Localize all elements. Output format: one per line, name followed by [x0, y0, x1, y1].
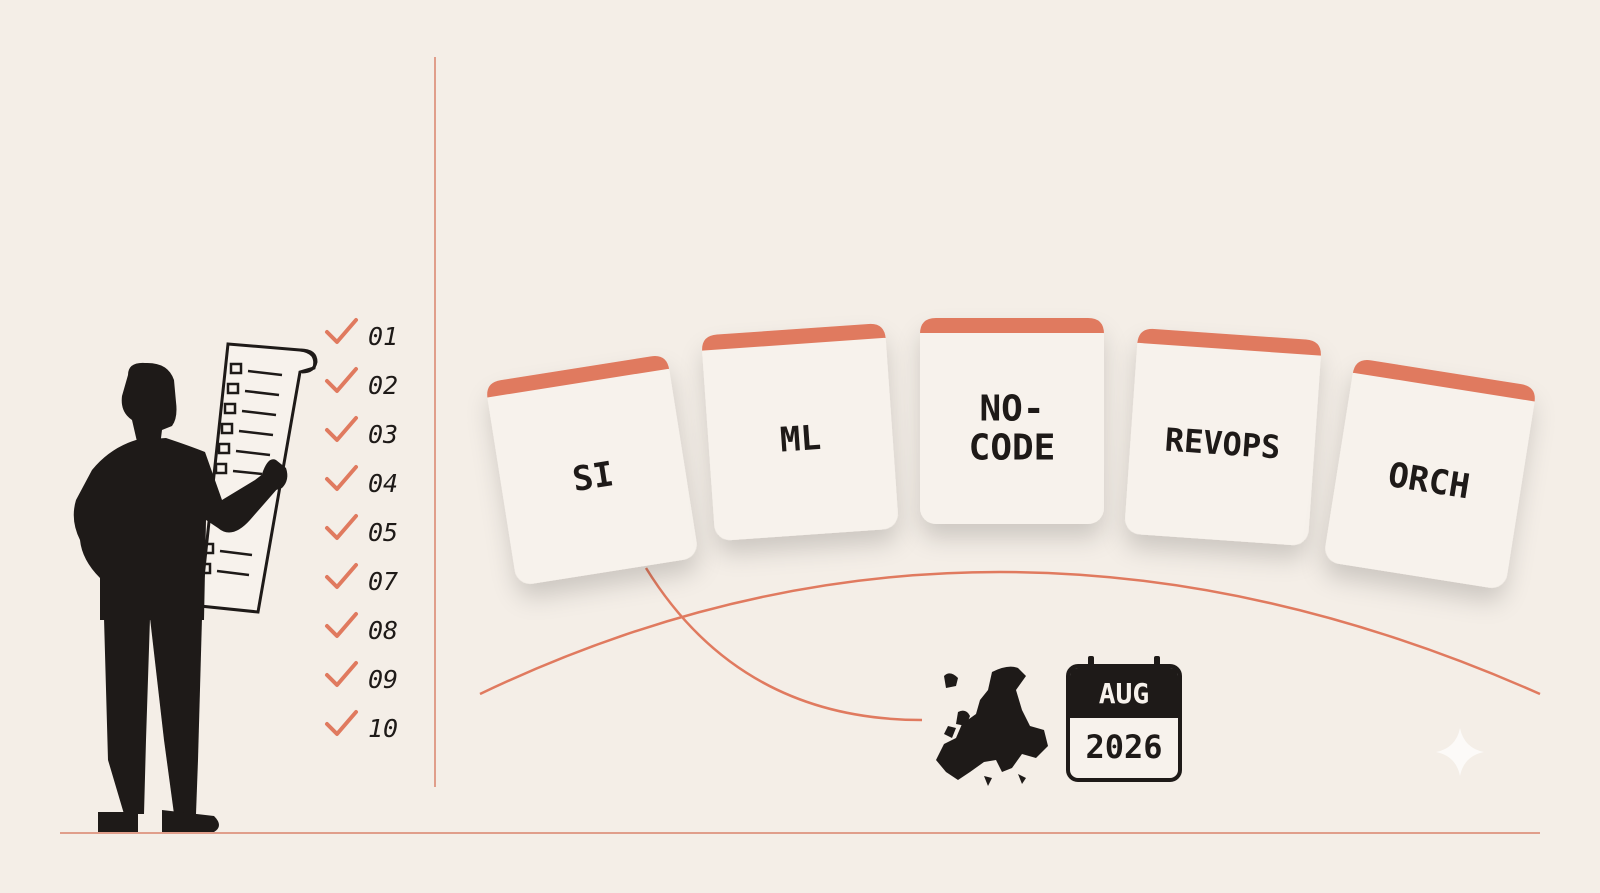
checklist-item: 10: [325, 710, 398, 743]
check-icon: [325, 465, 358, 491]
arc-line: [479, 570, 1541, 696]
category-card: ORCH: [1325, 360, 1535, 588]
card-body: [702, 323, 898, 541]
card-top-band: [487, 356, 670, 399]
calendar-icon: AUG 2026: [1066, 656, 1182, 782]
check-icon: [325, 367, 358, 393]
card-label: SI: [570, 454, 617, 500]
card-label: ML: [779, 418, 823, 461]
card-label: CODE: [969, 427, 1056, 468]
checklist-item: 02: [325, 367, 398, 400]
sparkle-icon: [1436, 728, 1484, 776]
checklist-number: 09: [368, 665, 398, 694]
check-icon: [325, 563, 358, 589]
checklist-item: 04: [325, 465, 398, 498]
check-icon: [325, 416, 358, 442]
checklist-number: 03: [368, 420, 398, 449]
checklist-number: 01: [368, 322, 398, 351]
check-icon: [325, 612, 358, 638]
europe-map-icon: [936, 666, 1048, 786]
card-top-band: [920, 318, 1104, 334]
check-icon: [325, 514, 358, 540]
category-card: NO-CODE: [920, 318, 1104, 524]
calendar-month: AUG: [1099, 677, 1150, 710]
checklist-number: 05: [368, 518, 398, 547]
card-label: REVOPS: [1164, 421, 1282, 467]
connector-line: [644, 567, 923, 722]
check-icon: [325, 318, 358, 344]
calendar-year: 2026: [1085, 728, 1162, 766]
card-top-band: [1137, 328, 1321, 357]
category-card: SI: [487, 356, 697, 584]
card-label: NO-: [979, 389, 1044, 430]
checklist-item: 01: [325, 318, 398, 351]
category-cards: SI ML NO-CODE REVOPS ORCH: [487, 318, 1535, 588]
checklist-item: 05: [325, 514, 398, 547]
card-body: [1125, 328, 1321, 546]
checklist-number: 10: [368, 714, 398, 743]
check-icon: [325, 661, 358, 687]
checklist-item: 08: [325, 612, 398, 645]
checklist-scroll-icon: [198, 342, 318, 614]
checklist-item: 03: [325, 416, 398, 449]
checklist-number: 08: [368, 616, 398, 645]
checklist: 01 02 03 04 05 07 08 09 10: [325, 318, 398, 743]
checklist-item: 07: [325, 563, 398, 596]
checklist-number: 07: [368, 567, 398, 596]
card-body: [920, 318, 1104, 524]
check-icon: [325, 710, 358, 736]
card-top-band: [702, 323, 886, 352]
card-body: [487, 356, 697, 584]
person-silhouette-icon: [73, 342, 318, 832]
checklist-number: 04: [368, 469, 398, 498]
checklist-number: 02: [368, 371, 398, 400]
card-top-band: [1352, 360, 1535, 403]
checklist-item: 09: [325, 661, 398, 694]
category-card: REVOPS: [1125, 328, 1321, 546]
category-card: ML: [702, 323, 898, 541]
card-body: [1325, 360, 1535, 588]
